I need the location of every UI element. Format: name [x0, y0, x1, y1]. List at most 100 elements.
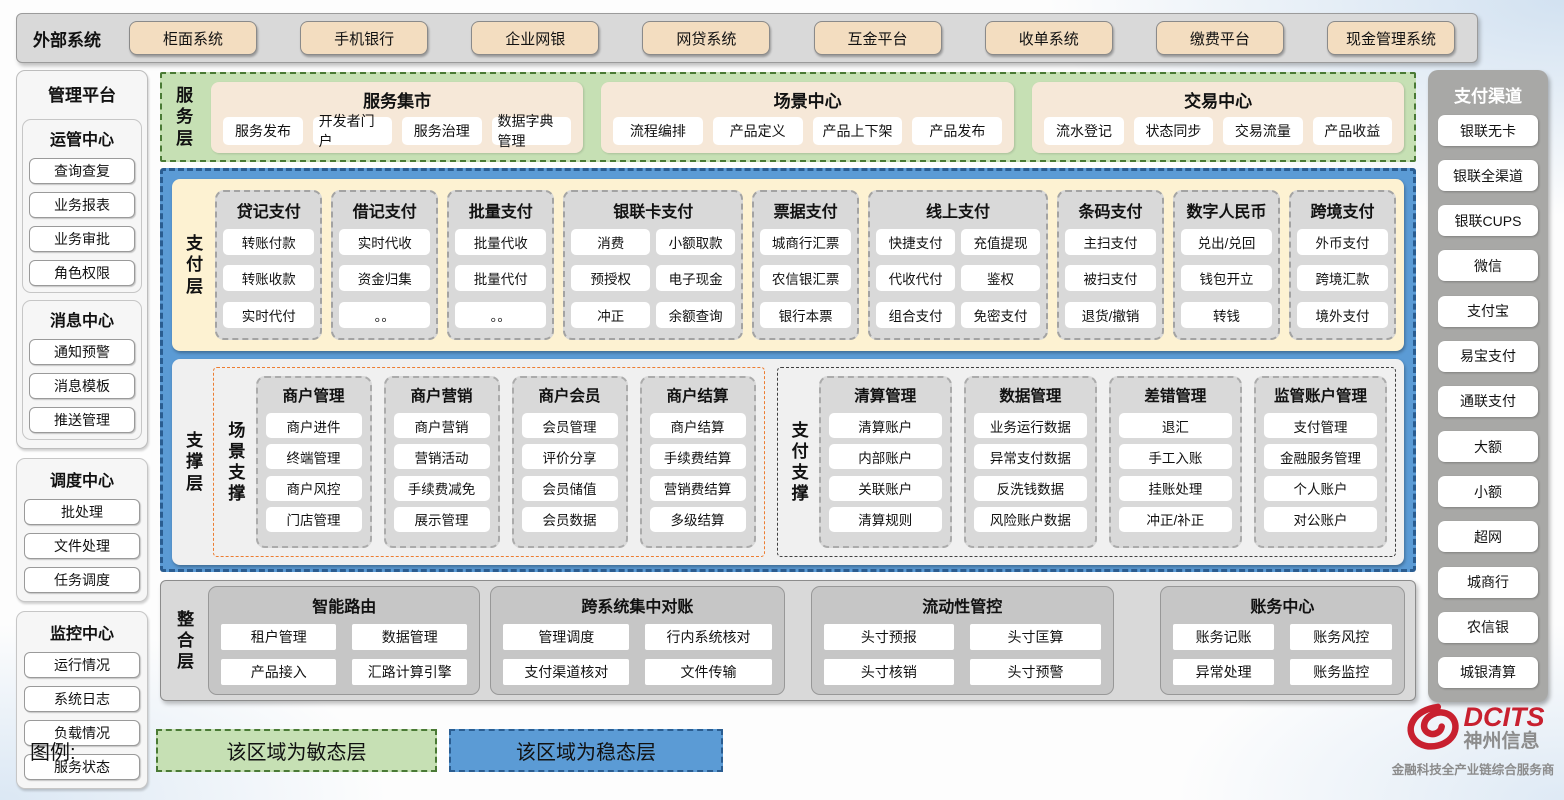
- support-item-button[interactable]: 风险账户数据: [973, 506, 1087, 532]
- support-item-button[interactable]: 商户风控: [265, 475, 362, 501]
- service-item-button[interactable]: 流程编排: [612, 116, 703, 145]
- payment-channel-button[interactable]: 大额: [1438, 431, 1538, 463]
- support-item-button[interactable]: 关联账户: [828, 475, 942, 501]
- payment-item-button[interactable]: 转钱: [1180, 301, 1272, 328]
- payment-channel-button[interactable]: 小额: [1438, 476, 1538, 508]
- external-system-button[interactable]: 缴费平台: [1155, 21, 1284, 55]
- payment-item-button[interactable]: 转账付款: [223, 228, 315, 255]
- payment-item-button[interactable]: 代收代付: [876, 265, 956, 291]
- support-item-button[interactable]: 会员管理: [521, 413, 618, 439]
- integration-item-button[interactable]: 租户管理: [221, 624, 337, 650]
- payment-channel-button[interactable]: 支付宝: [1438, 295, 1538, 327]
- payment-item-button[interactable]: 批量代收: [455, 228, 547, 255]
- payment-item-button[interactable]: 境外支付: [1297, 301, 1389, 328]
- payment-item-button[interactable]: 银行本票: [760, 301, 852, 328]
- payment-item-button[interactable]: 实时代付: [223, 301, 315, 328]
- payment-channel-button[interactable]: 银联CUPS: [1438, 205, 1538, 237]
- service-item-button[interactable]: 交易流量: [1223, 116, 1303, 145]
- integration-item-button[interactable]: 账务记账: [1172, 624, 1275, 650]
- management-item-button[interactable]: 消息模板: [29, 373, 135, 399]
- service-item-button[interactable]: 产品收益: [1312, 116, 1392, 145]
- management-item-button[interactable]: 负载情况: [24, 720, 140, 746]
- payment-item-button[interactable]: 主扫支付: [1064, 228, 1156, 255]
- integration-item-button[interactable]: 账务监控: [1290, 659, 1392, 685]
- integration-item-button[interactable]: 头寸预警: [970, 659, 1101, 685]
- payment-item-button[interactable]: 。。: [339, 301, 431, 328]
- service-item-button[interactable]: 服务治理: [402, 116, 482, 145]
- support-item-button[interactable]: 支付管理: [1263, 413, 1378, 439]
- support-item-button[interactable]: 评价分享: [521, 444, 618, 470]
- external-system-button[interactable]: 现金管理系统: [1326, 21, 1455, 55]
- payment-channel-button[interactable]: 银联全渠道: [1438, 160, 1538, 192]
- support-item-button[interactable]: 手工入账: [1118, 444, 1232, 470]
- integration-item-button[interactable]: 头寸匡算: [970, 624, 1101, 650]
- payment-channel-button[interactable]: 城商行: [1438, 566, 1538, 598]
- support-item-button[interactable]: 终端管理: [265, 444, 362, 470]
- management-item-button[interactable]: 批处理: [24, 499, 140, 525]
- payment-channel-button[interactable]: 通联支付: [1438, 385, 1538, 417]
- support-item-button[interactable]: 多级结算: [649, 506, 746, 532]
- service-item-button[interactable]: 产品定义: [712, 116, 803, 145]
- integration-item-button[interactable]: 支付渠道核对: [503, 659, 630, 685]
- payment-channel-button[interactable]: 微信: [1438, 250, 1538, 282]
- payment-item-button[interactable]: 消费: [571, 228, 651, 255]
- payment-item-button[interactable]: 跨境汇款: [1297, 265, 1389, 291]
- support-item-button[interactable]: 清算规则: [828, 506, 942, 532]
- support-item-button[interactable]: 会员储值: [521, 475, 618, 501]
- payment-item-button[interactable]: 。。: [455, 301, 547, 328]
- support-item-button[interactable]: 商户进件: [265, 413, 362, 439]
- payment-item-button[interactable]: 外币支付: [1297, 228, 1389, 255]
- payment-item-button[interactable]: 退货/撤销: [1064, 301, 1156, 328]
- service-item-button[interactable]: 状态同步: [1133, 116, 1214, 145]
- payment-item-button[interactable]: 组合支付: [876, 301, 956, 328]
- external-system-button[interactable]: 企业网银: [471, 21, 600, 55]
- support-item-button[interactable]: 手续费减免: [393, 475, 490, 501]
- external-system-button[interactable]: 手机银行: [300, 21, 429, 55]
- payment-item-button[interactable]: 鉴权: [961, 265, 1040, 291]
- support-item-button[interactable]: 反洗钱数据: [973, 475, 1087, 501]
- payment-item-button[interactable]: 钱包开立: [1180, 265, 1272, 291]
- management-item-button[interactable]: 业务报表: [29, 192, 135, 218]
- payment-item-button[interactable]: 小额取款: [656, 228, 736, 255]
- external-system-button[interactable]: 收单系统: [984, 21, 1113, 55]
- payment-item-button[interactable]: 资金归集: [339, 265, 431, 291]
- management-item-button[interactable]: 通知预警: [29, 339, 135, 365]
- integration-item-button[interactable]: 产品接入: [221, 659, 337, 685]
- integration-item-button[interactable]: 头寸核销: [823, 659, 955, 685]
- payment-item-button[interactable]: 农信银汇票: [760, 265, 852, 291]
- payment-item-button[interactable]: 电子现金: [656, 265, 736, 291]
- integration-item-button[interactable]: 数据管理: [352, 624, 468, 650]
- service-item-button[interactable]: 流水登记: [1044, 116, 1124, 145]
- external-system-button[interactable]: 网贷系统: [642, 21, 771, 55]
- management-item-button[interactable]: 业务审批: [29, 226, 135, 252]
- support-item-button[interactable]: 业务运行数据: [973, 413, 1087, 439]
- support-item-button[interactable]: 异常支付数据: [973, 444, 1087, 470]
- support-item-button[interactable]: 挂账处理: [1118, 475, 1232, 501]
- management-item-button[interactable]: 文件处理: [24, 533, 140, 559]
- payment-item-button[interactable]: 实时代收: [339, 228, 431, 255]
- integration-item-button[interactable]: 账务风控: [1290, 624, 1392, 650]
- payment-item-button[interactable]: 转账收款: [223, 265, 315, 291]
- payment-item-button[interactable]: 预授权: [571, 265, 651, 291]
- payment-item-button[interactable]: 城商行汇票: [760, 228, 852, 255]
- payment-item-button[interactable]: 被扫支付: [1064, 265, 1156, 291]
- management-item-button[interactable]: 推送管理: [29, 407, 135, 433]
- integration-item-button[interactable]: 异常处理: [1172, 659, 1275, 685]
- payment-item-button[interactable]: 充值提现: [961, 228, 1040, 255]
- support-item-button[interactable]: 会员数据: [521, 506, 618, 532]
- payment-item-button[interactable]: 冲正: [571, 301, 651, 328]
- management-item-button[interactable]: 运行情况: [24, 652, 140, 678]
- payment-channel-button[interactable]: 农信银: [1438, 611, 1538, 643]
- management-item-button[interactable]: 查询查复: [29, 158, 135, 184]
- payment-item-button[interactable]: 余额查询: [656, 301, 736, 328]
- support-item-button[interactable]: 个人账户: [1263, 475, 1378, 501]
- support-item-button[interactable]: 手续费结算: [649, 444, 746, 470]
- integration-item-button[interactable]: 汇路计算引擎: [352, 659, 468, 685]
- support-item-button[interactable]: 退汇: [1118, 413, 1232, 439]
- support-item-button[interactable]: 商户营销: [393, 413, 490, 439]
- service-item-button[interactable]: 产品上下架: [812, 116, 903, 145]
- service-item-button[interactable]: 数据字典管理: [491, 113, 571, 149]
- support-item-button[interactable]: 营销费结算: [649, 475, 746, 501]
- payment-item-button[interactable]: 免密支付: [961, 301, 1040, 328]
- service-item-button[interactable]: 产品发布: [912, 116, 1003, 145]
